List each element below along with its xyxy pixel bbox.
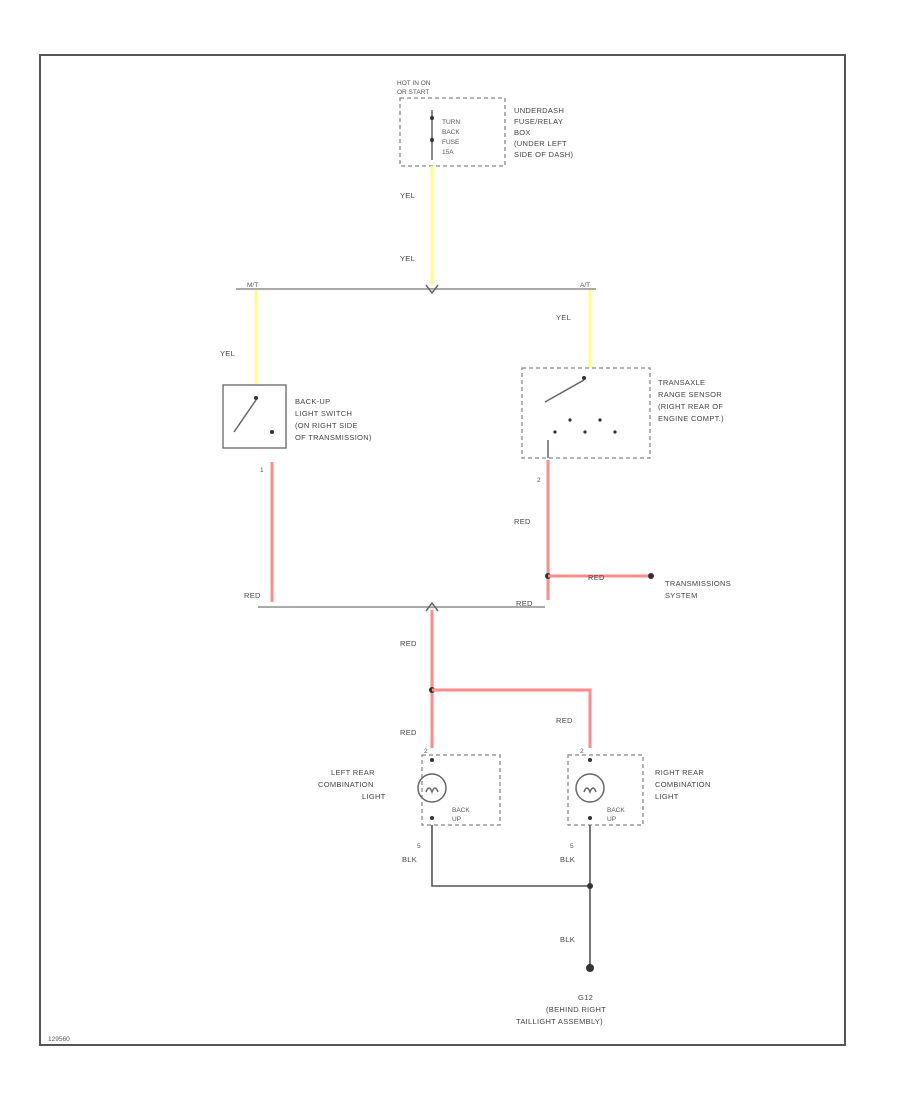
range-sensor-contact-2 [568,418,572,422]
fuse-line-3: FUSE [442,139,460,146]
wire-red-to-right-lamp [432,688,592,748]
fuse-line-4: 15A [442,149,454,156]
hot-label-1: HOT IN ON [397,80,431,87]
left-lamp-bulb [417,773,447,803]
backup-switch-line-3: (ON RIGHT SIDE [295,421,358,430]
wire-label-red-bus-left: RED [244,591,261,600]
right-lamp-line-2: COMBINATION [655,780,711,789]
bus-label-at: A/T [580,282,590,289]
left-lamp-terminal-top [430,758,434,762]
range-sensor-line-2: RANGE SENSOR [658,390,722,399]
wire-label-red-bus-right: RED [516,599,533,608]
left-lamp-terminal-bottom [430,816,434,820]
fuse-box-line-5: SIDE OF DASH) [514,150,574,159]
backup-switch-pin: 1 [260,467,264,474]
range-sensor-contact-1 [553,430,557,434]
fuse-box-line-3: BOX [514,128,531,137]
hot-label-2: OR START [397,89,429,96]
fuse-box-line-1: UNDERDASH [514,106,564,115]
range-sensor-contact-3 [583,430,587,434]
backup-switch-blade [233,399,257,433]
range-sensor-line-4: ENGINE COMPT.) [658,414,724,423]
left-lamp-filament [425,787,439,795]
splice-ground [587,883,593,889]
wire-label-blk-left: BLK [402,855,417,864]
range-sensor-line-1: TRANSAXLE [658,378,705,387]
wire-label-blk-right: BLK [560,855,575,864]
bottom-bus-splice [425,601,439,612]
backup-switch-terminal-top [254,396,258,400]
left-lamp-line-1: LEFT REAR [331,768,375,777]
fuse-line-2: BACK [442,129,460,136]
fuse-box-line-2: FUSE/RELAY [514,117,563,126]
fuse-line-1: TURN [442,119,460,126]
wire-blk-lamps [431,825,590,887]
left-lamp-line-3: LIGHT [362,792,386,801]
right-lamp-pin-bottom: 5 [570,843,574,850]
range-sensor-terminal-top [582,376,586,380]
left-lamp-pin-bottom: 5 [417,843,421,850]
backup-switch-line-2: LIGHT SWITCH [295,409,352,418]
transmission-line-1: TRANSMISSIONS [665,579,731,588]
right-lamp-filament [583,787,597,795]
right-lamp-inner-2: UP [607,816,616,823]
left-lamp-line-2: COMBINATION [318,780,374,789]
transmission-terminal [648,573,654,579]
backup-switch-line-4: OF TRANSMISSION) [295,433,372,442]
left-lamp-inner-2: UP [452,816,461,823]
ground-line-1: G12 [578,993,593,1002]
right-lamp-line-1: RIGHT REAR [655,768,704,777]
right-lamp-line-3: LIGHT [655,792,679,801]
range-sensor-contact-4 [598,418,602,422]
wire-label-red-lamp-right: RED [556,716,573,725]
fuse-terminal-bottom [430,138,434,142]
fuse-terminal-top [430,116,434,120]
wire-label-blk-ground: BLK [560,935,575,944]
wire-label-yel-2: YEL [400,254,415,263]
right-lamp-box [567,754,644,826]
right-lamp-bulb [575,773,605,803]
ground-terminal [586,964,594,972]
fuse-box [399,97,506,167]
backup-switch-contact [270,430,274,434]
range-sensor-box [521,367,651,459]
left-lamp-pin-top: 2 [424,748,428,755]
ground-line-3: TAILLIGHT ASSEMBLY) [516,1017,603,1026]
right-lamp-inner-1: BACK [607,807,625,814]
right-lamp-terminal-bottom [588,816,592,820]
wire-label-yel-left: YEL [220,349,235,358]
fuse-box-line-4: (UNDER LEFT [514,139,567,148]
bus-label-mt: M/T [247,282,258,289]
range-sensor-contact-5 [613,430,617,434]
range-sensor-blade [544,379,585,403]
diagram-frame [39,54,846,1046]
right-lamp-terminal-top [588,758,592,762]
transmission-line-2: SYSTEM [665,591,698,600]
top-bus-splice [425,284,439,295]
right-lamp-pin-top: 2 [580,748,584,755]
left-lamp-inner-1: BACK [452,807,470,814]
wire-label-yel-1: YEL [400,191,415,200]
backup-switch-line-1: BACK-UP [295,397,330,406]
backup-switch-box [222,384,287,449]
range-sensor-pin: 2 [537,477,541,484]
wire-label-red-right: RED [514,517,531,526]
figure-id: 129560 [48,1036,70,1043]
wire-label-red-to-tx: RED [588,573,605,582]
wire-label-red-down: RED [400,639,417,648]
wire-label-red-lamp-left: RED [400,728,417,737]
left-lamp-box [421,754,501,826]
wire-label-yel-right: YEL [556,313,571,322]
range-sensor-line-3: (RIGHT REAR OF [658,402,723,411]
ground-line-2: (BEHIND RIGHT [546,1005,606,1014]
